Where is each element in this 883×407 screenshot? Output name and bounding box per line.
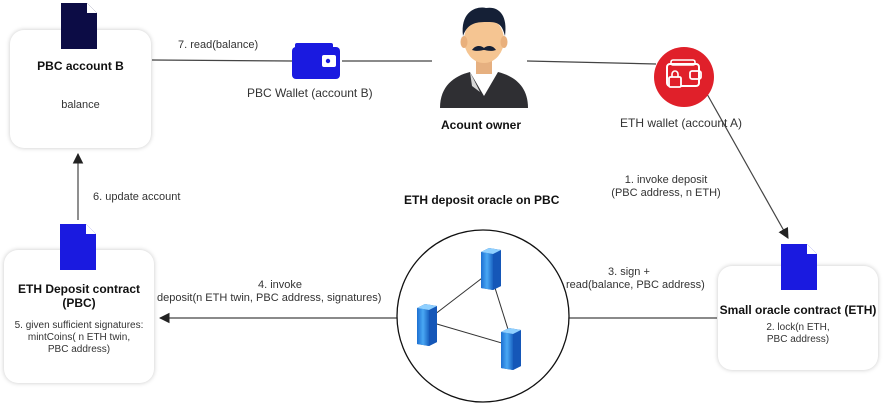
oracle-network-title: ETH deposit oracle on PBC <box>404 193 560 207</box>
pbc-account-b-field: balance <box>61 99 100 111</box>
edge-owner-eth-wallet <box>526 60 657 65</box>
edge-label-step4-line1: 4. invoke <box>257 279 303 291</box>
edge-label-step4-line2: deposit(n ETH twin, PBC address, signatu… <box>157 292 382 304</box>
pbc-wallet-label: PBC Wallet (account B) <box>247 86 373 100</box>
small-oracle-note-1: 2. lock(n ETH, <box>766 322 830 333</box>
edge-label-step1-line1: 1. invoke deposit <box>624 174 708 186</box>
server-icon <box>481 248 501 290</box>
edge-label-step1-line2: (PBC address, n ETH) <box>611 187 721 199</box>
edge-label-step3-line2: read(balance, PBC address) <box>566 279 705 291</box>
deposit-contract-note-1: 5. given sufficient signatures: <box>14 320 144 331</box>
server-icon <box>501 328 521 370</box>
deposit-contract-note-3: PBC address) <box>47 344 111 355</box>
server-icon <box>417 304 437 346</box>
small-oracle-box <box>718 266 878 370</box>
locked-wallet-icon <box>654 47 714 107</box>
network-link <box>429 271 491 319</box>
account-owner-label: Acount owner <box>441 118 521 132</box>
wallet-icon <box>292 43 340 79</box>
deposit-contract-note-2: mintCoins( n ETH twin, <box>27 332 131 343</box>
network-link <box>429 321 513 347</box>
small-oracle-note-2: PBC address) <box>766 334 830 345</box>
edge-invoke-deposit <box>706 93 789 239</box>
edge-label-step3-line1: 3. sign + <box>608 266 650 278</box>
edge-label-step7: 7. read(balance) <box>178 39 259 51</box>
deposit-contract-title-1: ETH Deposit contract <box>17 282 140 296</box>
oracle-network-circle <box>396 229 570 403</box>
edge-label-step6: 6. update account <box>93 191 181 203</box>
pbc-account-b-title: PBC account B <box>37 59 124 73</box>
pbc-account-b-box <box>10 30 151 148</box>
person-icon <box>440 7 528 108</box>
edge-read-balance <box>151 59 293 62</box>
small-oracle-title: Small oracle contract (ETH) <box>719 303 877 317</box>
deposit-contract-title-2: (PBC) <box>62 296 96 310</box>
deposit-contract-box <box>4 250 154 383</box>
eth-wallet-label: ETH wallet (account A) <box>620 116 743 130</box>
